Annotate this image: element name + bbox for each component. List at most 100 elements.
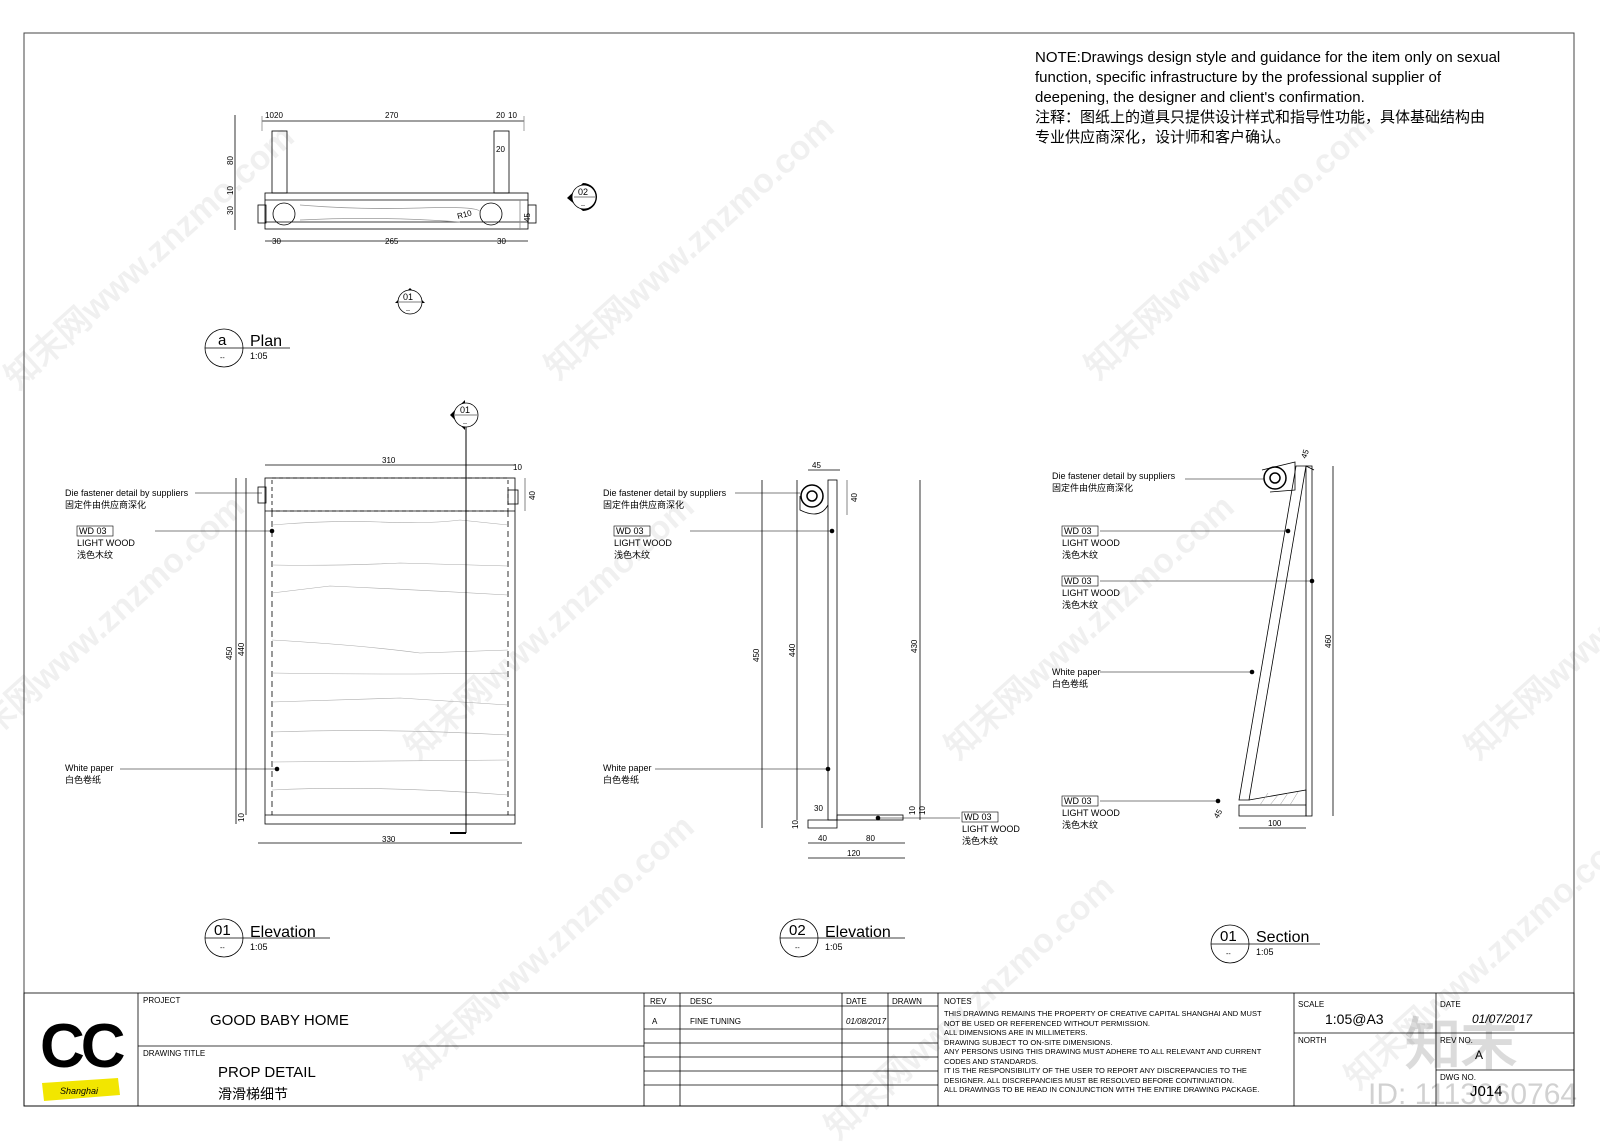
svg-text:01: 01: [1220, 928, 1237, 945]
elev1-leaders: [120, 492, 280, 772]
label-white-paper: White paper: [65, 763, 114, 773]
dim-label: 30: [814, 804, 823, 813]
label-die-fastener: Die fastener detail by suppliers: [65, 488, 189, 498]
drawing-title-label: DRAWING TITLE: [143, 1049, 206, 1058]
dim-label: 10: [226, 186, 235, 195]
dim-label: 10: [265, 111, 274, 120]
svg-text:Section: Section: [1256, 929, 1309, 946]
section-marker-01b: 01 --: [450, 400, 479, 430]
label-wd-code: WD 03: [616, 526, 644, 536]
dim-label: 20: [496, 145, 505, 154]
revision-date: 01/08/2017: [846, 1017, 887, 1026]
dim-label: 310: [382, 456, 396, 465]
dim-label: 10: [237, 813, 246, 822]
svg-text:1:05: 1:05: [825, 942, 843, 952]
note-line-cn: 注释：图纸上的道具只提供设计样式和指导性功能，具体基础结构由: [1035, 109, 1486, 126]
watermark-id: ID: 1113060764: [1368, 1078, 1578, 1111]
design-note: NOTE:Drawings design style and guidance …: [1035, 48, 1555, 148]
drawing-title-cn: 滑滑梯细节: [218, 1086, 288, 1102]
label-wd-code: WD 03: [1064, 796, 1092, 806]
date2-value: 01/07/2017: [1472, 1012, 1533, 1026]
svg-text:Elevation: Elevation: [250, 924, 316, 941]
view-title-elevation-02: 02 -- Elevation 1:05: [779, 918, 905, 958]
svg-text:1:05: 1:05: [1256, 947, 1274, 957]
plan-view: [234, 115, 537, 242]
dim-label: 45: [1212, 807, 1225, 820]
label-die-fastener-cn: 固定件由供应商深化: [1052, 482, 1133, 493]
section-view: [1238, 461, 1334, 829]
label-die-fastener: Die fastener detail by suppliers: [1052, 471, 1176, 481]
view-title-plan: a -- Plan 1:05: [204, 328, 290, 368]
svg-text:01: 01: [214, 922, 231, 939]
watermark-brand: 知末: [1405, 1013, 1517, 1076]
north-label: NORTH: [1298, 1036, 1327, 1045]
view-title-section: 01 -- Section 1:05: [1210, 924, 1320, 964]
dim-label: 40: [850, 493, 859, 502]
svg-text:01: 01: [403, 292, 413, 302]
dim-label: 440: [237, 642, 246, 656]
dim-label: 30: [226, 206, 235, 215]
company-logo: CC Shanghai: [40, 1012, 129, 1101]
dim-label: 80: [226, 156, 235, 165]
dim-label: 265: [385, 237, 399, 246]
dim-label: 330: [382, 835, 396, 844]
note-line: NOTE:Drawings design style and guidance …: [1035, 49, 1501, 66]
label-light-wood-cn: 浅色木纹: [1062, 819, 1098, 830]
desc-label: DESC: [690, 997, 713, 1006]
dim-label: 80: [866, 834, 875, 843]
elev2-leaders: [655, 492, 960, 821]
svg-text:1:05: 1:05: [250, 351, 268, 361]
label-light-wood: LIGHT WOOD: [1062, 808, 1120, 818]
label-wd-code: WD 03: [1064, 526, 1092, 536]
section-marker-01: 01 --: [395, 288, 425, 315]
dim-label: 270: [385, 111, 399, 120]
label-white-paper-cn: 白色卷纸: [65, 774, 101, 785]
label-white-paper-cn: 白色卷纸: [603, 774, 639, 785]
note-line: deepening, the designer and client's con…: [1035, 89, 1365, 106]
revision-desc: FINE TUNING: [690, 1017, 741, 1026]
dim-label: 45: [523, 213, 532, 222]
rev-no-label: REV NO.: [1440, 1036, 1473, 1045]
dwg-no-value: J014: [1470, 1083, 1503, 1100]
label-wd-code: WD 03: [79, 526, 107, 536]
title-block: [23, 992, 1575, 1107]
elevation-02-view: [761, 469, 921, 859]
svg-text:01: 01: [460, 405, 470, 415]
svg-text:--: --: [1226, 951, 1231, 958]
label-wd-code: WD 03: [1064, 576, 1092, 586]
date-label: DATE: [846, 997, 867, 1006]
svg-text:CC: CC: [40, 1012, 125, 1081]
svg-text:--: --: [220, 355, 225, 362]
svg-text:02: 02: [578, 187, 588, 197]
label-white-paper: White paper: [1052, 667, 1101, 677]
view-title-elevation-01: 01 -- Elevation 1:05: [204, 918, 330, 958]
label-white-paper: White paper: [603, 763, 652, 773]
svg-text:a: a: [218, 332, 227, 349]
dim-label: 30: [497, 237, 506, 246]
label-light-wood-cn: 浅色木纹: [1062, 549, 1098, 560]
label-die-fastener: Die fastener detail by suppliers: [603, 488, 727, 498]
dim-label: 40: [528, 491, 537, 500]
label-light-wood: LIGHT WOOD: [1062, 538, 1120, 548]
date2-label: DATE: [1440, 1000, 1461, 1009]
dim-label: 10: [791, 820, 800, 829]
label-white-paper-cn: 白色卷纸: [1052, 678, 1088, 689]
dim-label: R10: [456, 208, 473, 221]
svg-text:--: --: [220, 945, 225, 952]
revision-id: A: [652, 1017, 658, 1026]
svg-text:--: --: [406, 308, 410, 314]
elevation-01-view: [235, 425, 526, 844]
label-light-wood: LIGHT WOOD: [614, 538, 672, 548]
label-light-wood: LIGHT WOOD: [1062, 588, 1120, 598]
svg-text:Plan: Plan: [250, 333, 282, 350]
project-label: PROJECT: [143, 996, 181, 1005]
rev-label: REV: [650, 997, 667, 1006]
rev-no-value: A: [1475, 1048, 1484, 1062]
dim-label: 10: [508, 111, 517, 120]
note-line-cn: 专业供应商深化，设计师和客户确认。: [1035, 129, 1291, 146]
svg-text:--: --: [581, 203, 585, 209]
note-line: function, specific infrastructure by the…: [1035, 69, 1442, 86]
label-die-fastener-cn: 固定件由供应商深化: [603, 499, 684, 510]
dim-label: 10: [513, 463, 522, 472]
